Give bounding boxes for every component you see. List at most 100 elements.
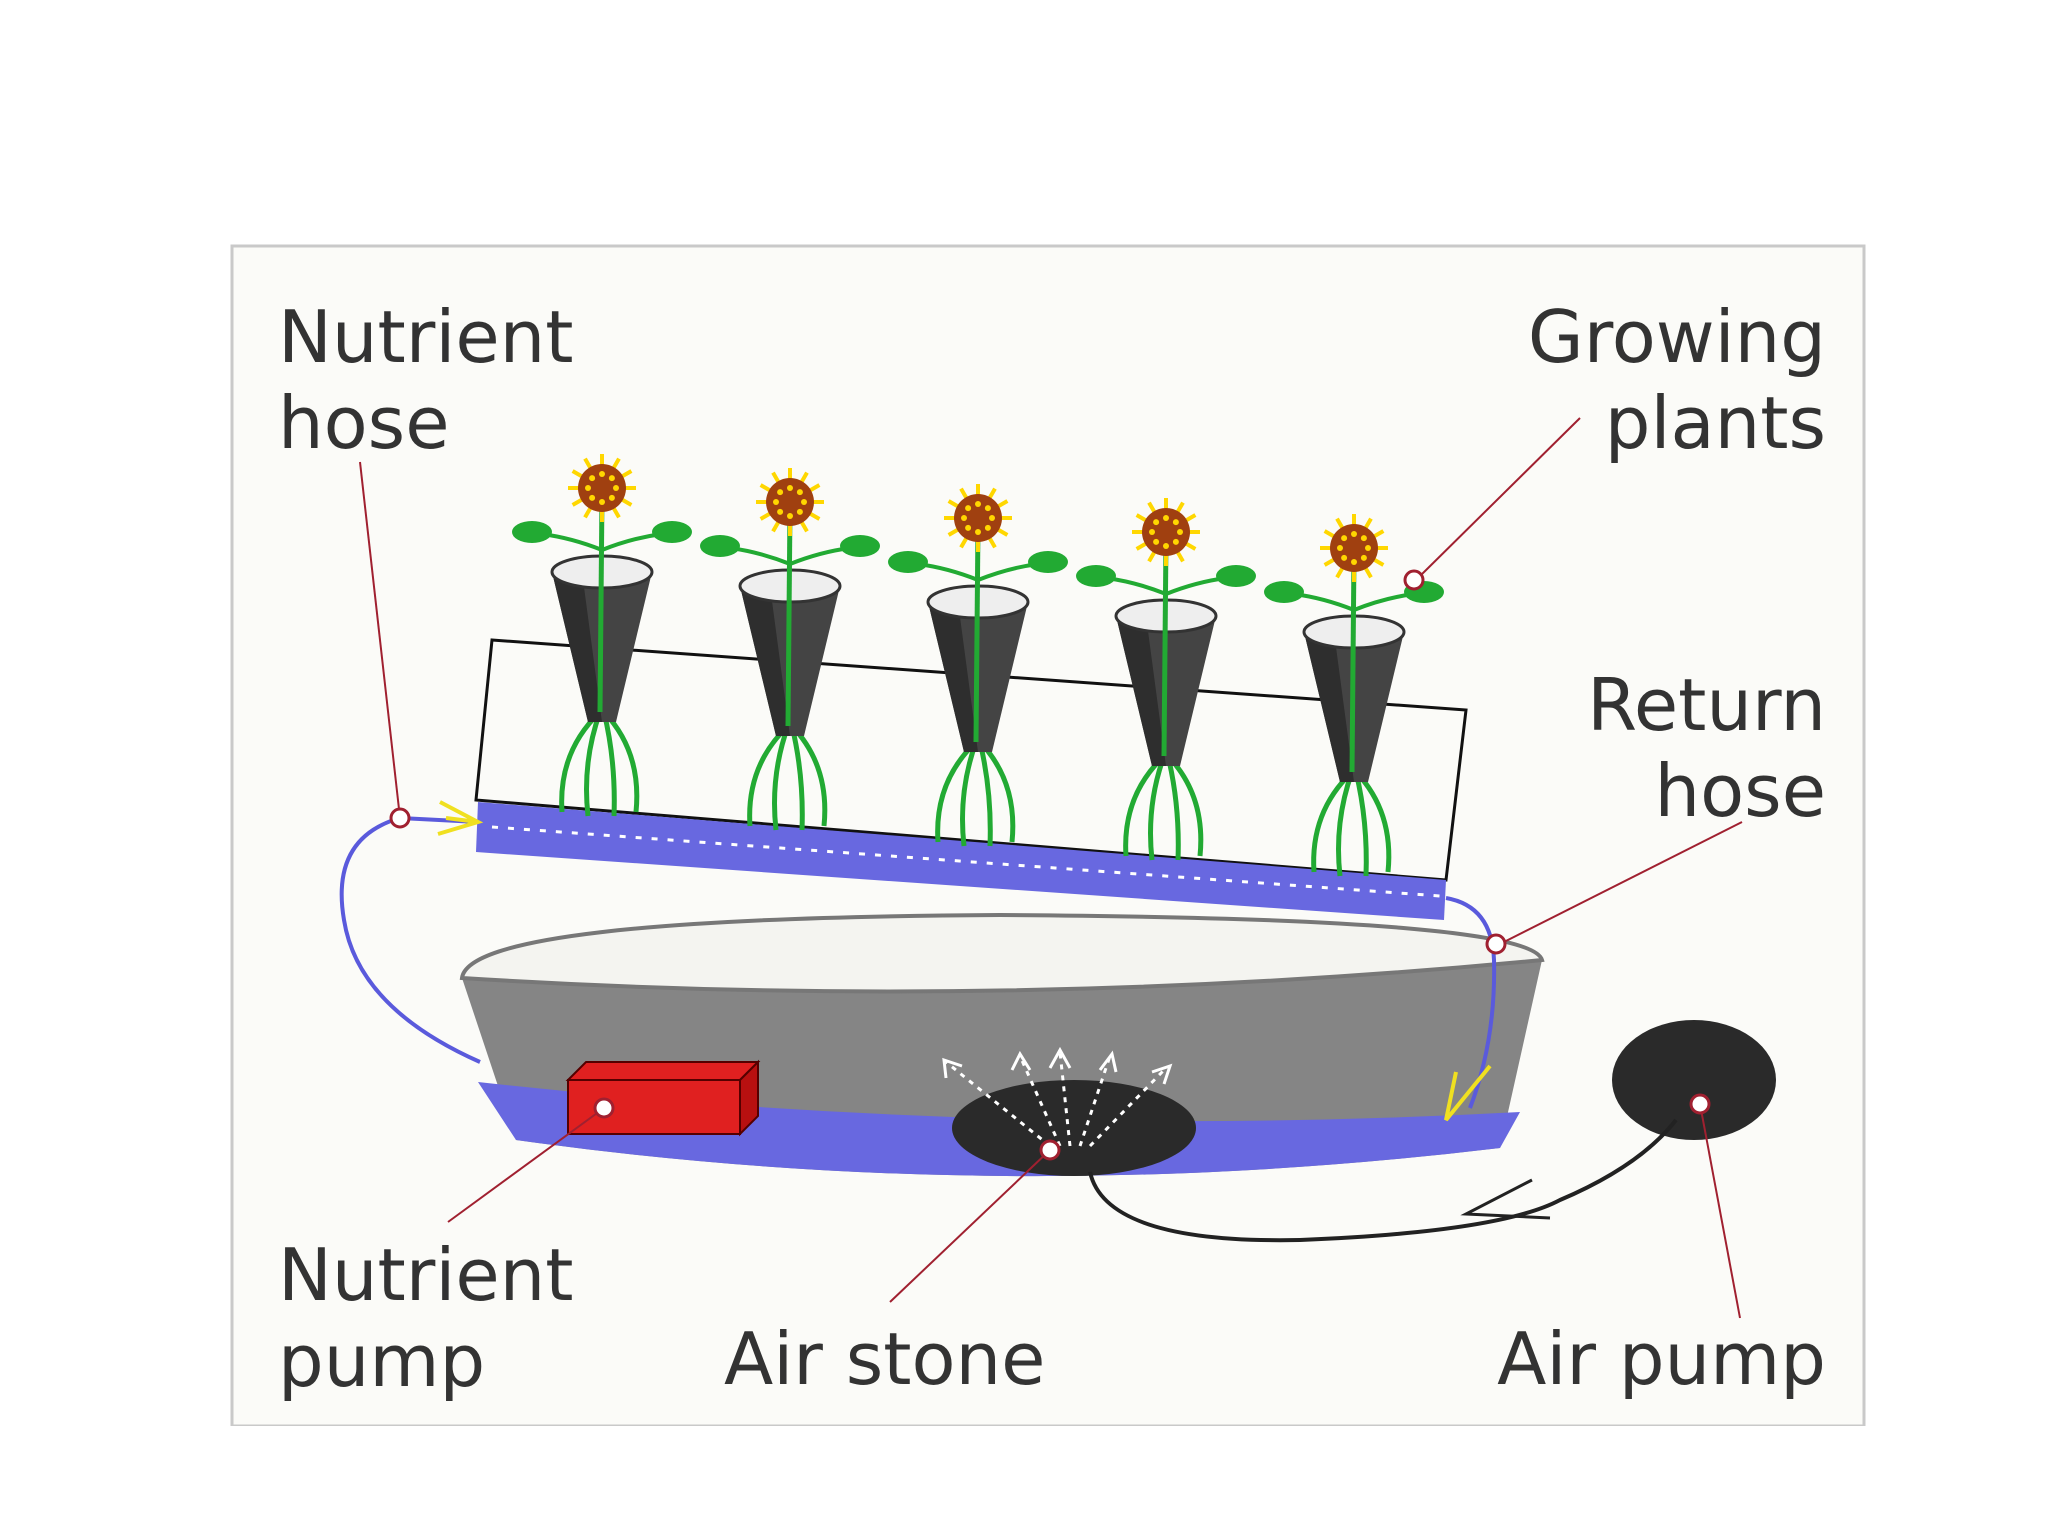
flower-seed — [1360, 535, 1367, 542]
air-stone — [942, 1046, 1196, 1176]
leader-return-hose — [1499, 821, 1743, 945]
flower-seed — [796, 489, 803, 496]
nutrient-pump — [565, 1059, 761, 1137]
plant-leaf-left — [1264, 581, 1304, 603]
plant-leaf-left — [512, 521, 552, 543]
label-nutrient-pump: Nutrient pump — [278, 1232, 574, 1404]
air-arrowheads — [942, 1046, 1173, 1085]
endpoint-return-hose — [1485, 933, 1507, 955]
pump-top — [565, 1061, 761, 1081]
plant-roots — [1311, 770, 1392, 877]
air-flow-arrow — [1460, 1178, 1551, 1220]
flower-seed — [961, 515, 967, 521]
label-return-hose-line2: hose — [1654, 749, 1827, 833]
flower-seed — [787, 485, 793, 491]
label-nutrient-hose-line1: Nutrient — [278, 295, 574, 379]
flower-seed — [1163, 543, 1169, 549]
flower-seed — [589, 494, 596, 501]
flower-seed — [1351, 531, 1357, 537]
return-flow-arrow — [1444, 1064, 1492, 1122]
leader-growing-plants — [1417, 417, 1581, 579]
plant-roots — [935, 740, 1016, 847]
plant-leaf-left — [888, 551, 928, 573]
flower-seed — [608, 494, 615, 501]
plant-stem — [597, 493, 605, 713]
flower-seed — [599, 471, 605, 477]
label-return-hose: Return hose — [1587, 662, 1826, 834]
flower-seed — [1337, 545, 1343, 551]
plant-roots — [559, 710, 640, 817]
flower-seed — [599, 499, 605, 505]
plant-5 — [1264, 514, 1444, 877]
flower-seed — [585, 485, 591, 491]
flower-seed — [1341, 554, 1348, 561]
plant-4 — [1076, 498, 1256, 861]
flower-seed — [1149, 529, 1155, 535]
plant-leaf-left — [700, 535, 740, 557]
flower-seed — [613, 485, 619, 491]
label-nutrient-hose: Nutrient hose — [278, 294, 574, 466]
flower-seed — [589, 475, 596, 482]
bottom-mask — [228, 1426, 1868, 1446]
flower-seed — [777, 508, 784, 515]
endpoint-nutrient-pump — [593, 1097, 615, 1119]
leader-air-stone — [889, 1149, 1051, 1303]
leader-lines — [359, 417, 1743, 1319]
label-air-pump: Air pump — [1497, 1317, 1826, 1401]
return-hose — [1444, 896, 1497, 1122]
flower-seed — [975, 501, 981, 507]
plant-roots — [747, 724, 828, 831]
flower-seed — [777, 489, 784, 496]
leader-endpoints — [389, 569, 1711, 1161]
flower-seed — [608, 475, 615, 482]
nutrient-hose-tube — [339, 816, 481, 1064]
plants — [512, 454, 1444, 877]
flower-seed — [1360, 554, 1367, 561]
plant-pot-shade — [928, 602, 978, 752]
flower-seed — [965, 505, 972, 512]
endpoint-nutrient-hose — [389, 807, 411, 829]
plant-leaf-right — [652, 521, 692, 543]
endpoint-growing-plants — [1403, 569, 1425, 591]
air-pump-body — [1612, 1020, 1776, 1140]
flower-seed — [975, 529, 981, 535]
flower-seed — [989, 515, 995, 521]
flower-seed — [787, 513, 793, 519]
plant-pot-shade — [1304, 632, 1354, 782]
plant-stem — [1161, 537, 1169, 757]
air-bubbles-arrows — [945, 1051, 1168, 1148]
plant-stem — [1349, 553, 1357, 773]
plant-stem — [973, 523, 981, 743]
flower-seed — [796, 508, 803, 515]
plant-2 — [700, 468, 880, 831]
plant-leaf-right — [1216, 565, 1256, 587]
flower-seed — [1153, 519, 1160, 526]
plant-leaf-left — [1076, 565, 1116, 587]
flower-seed — [1341, 535, 1348, 542]
flower-seed — [801, 499, 807, 505]
label-growing-plants-line2: plants — [1604, 381, 1826, 465]
plant-leaf-right — [840, 535, 880, 557]
label-return-hose-line1: Return — [1587, 663, 1826, 747]
flower-seed — [1365, 545, 1371, 551]
leader-nutrient-pump — [447, 1107, 605, 1223]
plant-3 — [888, 484, 1068, 847]
flower-seed — [1177, 529, 1183, 535]
plant-pot-shade — [740, 586, 790, 736]
plant-stem — [785, 507, 793, 727]
flower-seed — [1351, 559, 1357, 565]
nutrient-hose — [339, 800, 484, 1064]
reservoir-rim — [459, 912, 1545, 994]
air-stone-body — [952, 1080, 1196, 1176]
plant-roots — [1123, 754, 1204, 861]
label-air-stone: Air stone — [724, 1317, 1046, 1401]
flower-seed — [984, 505, 991, 512]
air-hose — [1088, 1118, 1678, 1243]
air-pump — [1612, 1020, 1776, 1140]
label-nutrient-pump-line2: pump — [278, 1319, 486, 1403]
flower-seed — [1163, 515, 1169, 521]
label-nutrient-hose-line2: hose — [278, 381, 450, 465]
plant-pot-shade — [552, 572, 602, 722]
plant-1 — [512, 454, 692, 817]
